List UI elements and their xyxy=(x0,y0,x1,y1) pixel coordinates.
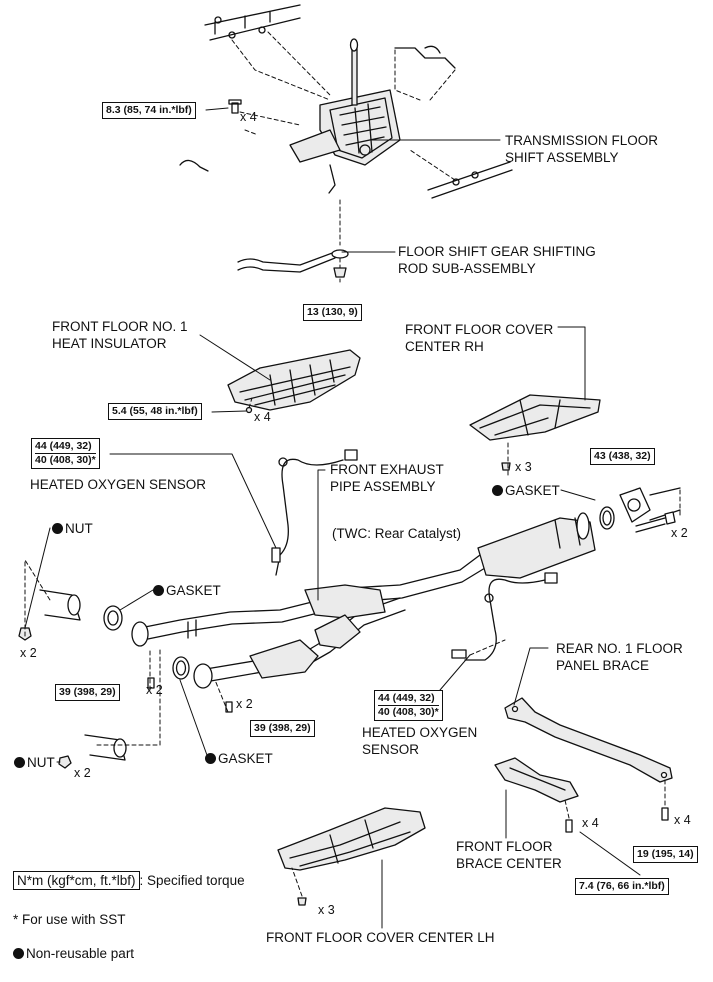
floor-cover-lh-drawing xyxy=(277,807,426,871)
label-twc-note: (TWC: Rear Catalyst) xyxy=(332,526,462,541)
oxygen-sensor-lower-drawing xyxy=(451,572,558,661)
shift-dash-lines xyxy=(231,31,456,283)
torque-flange-left: 39 (398, 29) xyxy=(55,684,120,701)
front-floor-brace-center-drawing xyxy=(494,757,579,803)
cover-rh-bolt-icon xyxy=(501,462,511,471)
gasket-left-lower-icon xyxy=(172,656,190,680)
qty-insulator: x 4 xyxy=(254,410,271,424)
floor-cover-rh-drawing xyxy=(469,394,601,441)
pipe-stub-left-lower xyxy=(84,734,127,761)
transmission-floor-shift-drawing xyxy=(289,38,401,194)
qty-brace-center: x 4 xyxy=(582,816,599,830)
cover-lh-bolt-icon xyxy=(297,897,307,906)
qty-nut-upper: x 2 xyxy=(20,646,37,660)
floor-rail-top xyxy=(179,4,513,199)
tail-bolt-icon xyxy=(635,511,676,533)
qty-flange-left: x 2 xyxy=(146,683,163,697)
label-heated-oxygen-sensor-upper: HEATED OXYGEN SENSOR xyxy=(30,477,207,492)
torque-shift-bolts: 8.3 (85, 74 in.*lbf) xyxy=(102,102,196,119)
torque-rod-nut: 13 (130, 9) xyxy=(303,304,362,321)
non-reusable-dot-icon xyxy=(14,757,25,768)
torque-flange-right: 39 (398, 29) xyxy=(250,720,315,737)
non-reusable-dot-icon xyxy=(153,585,164,596)
qty-cover-rh: x 3 xyxy=(515,460,532,474)
oxygen-sensor-upper-drawing xyxy=(271,449,358,576)
heat-insulator-drawing xyxy=(227,349,361,411)
qty-rear-brace: x 4 xyxy=(674,813,691,827)
non-reusable-dot-icon xyxy=(52,523,63,534)
non-reusable-dot-icon xyxy=(13,948,24,959)
rod-nut-icon xyxy=(333,267,347,278)
qty-flange-right: x 2 xyxy=(236,697,253,711)
brace-center-bolt-icon xyxy=(565,819,573,833)
label-nut-lower: NUT xyxy=(14,754,55,771)
legend-torque-unit: N*m (kgf*cm, ft.*lbf) xyxy=(13,871,140,890)
label-nut-upper: NUT xyxy=(52,520,93,537)
non-reusable-dot-icon xyxy=(492,485,503,496)
torque-brace-center: 7.4 (76, 66 in.*lbf) xyxy=(575,878,669,895)
qty-cover-lh: x 3 xyxy=(318,903,335,917)
shift-bolt-icon xyxy=(228,99,242,114)
label-floor-cover-lh: FRONT FLOOR COVER CENTER LH xyxy=(266,930,495,945)
gasket-right-icon xyxy=(599,506,615,530)
rear-brace-bolt-icon xyxy=(661,807,669,821)
legend-torque: N*m (kgf*cm, ft.*lbf): Specified torque xyxy=(13,871,245,890)
label-gasket-right: GASKET xyxy=(492,482,560,499)
pipe-stub-left-upper xyxy=(39,589,81,621)
nut-lower-icon xyxy=(58,755,72,769)
qty-nut-lower: x 2 xyxy=(74,766,91,780)
torque-sensor-upper: 44 (449, 32)40 (408, 30)* xyxy=(31,438,100,469)
leader-lines xyxy=(24,107,641,929)
front-exhaust-pipe-drawing xyxy=(131,512,596,689)
legend-sst-note: * For use with SST xyxy=(13,912,126,927)
legend-torque-suffix: : Specified torque xyxy=(139,873,245,888)
gasket-left-upper-icon xyxy=(103,605,123,631)
torque-insulator: 5.4 (55, 48 in.*lbf) xyxy=(108,403,202,420)
qty-shift-bolts: x 4 xyxy=(240,110,257,124)
legend-non-reusable: Non-reusable part xyxy=(13,945,134,962)
rear-floor-brace-drawing xyxy=(504,697,673,783)
non-reusable-dot-icon xyxy=(205,753,216,764)
label-gasket-left-lower: GASKET xyxy=(205,750,273,767)
torque-sensor-lower: 44 (449, 32)40 (408, 30)* xyxy=(374,690,443,721)
qty-tail-bolts: x 2 xyxy=(671,526,688,540)
gear-shifting-rod-drawing xyxy=(237,249,349,273)
tail-flange-right xyxy=(619,487,681,523)
assembly-dash-lines xyxy=(24,397,681,897)
torque-tail-bolts: 43 (438, 32) xyxy=(590,448,655,465)
label-gasket-left-upper: GASKET xyxy=(153,582,221,599)
torque-rear-brace: 19 (195, 14) xyxy=(633,846,698,863)
